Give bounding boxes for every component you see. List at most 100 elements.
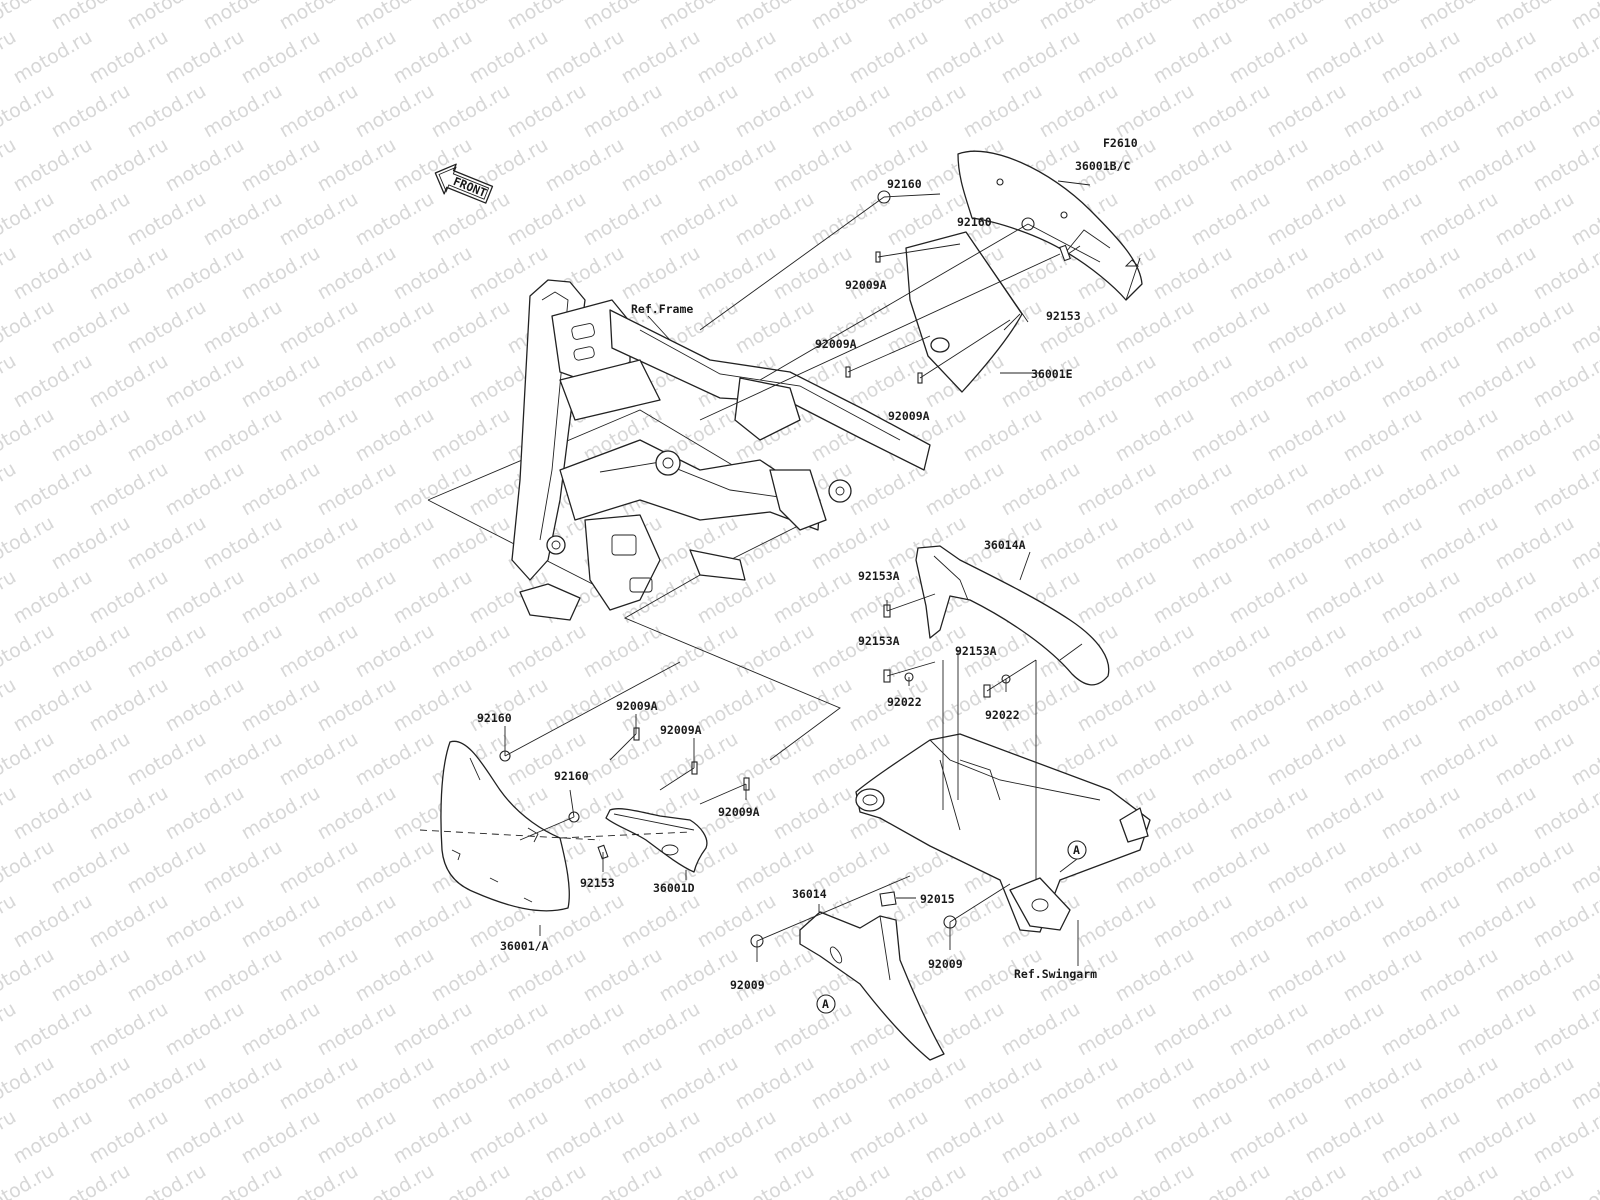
watermark-text: motod.ru (884, 1160, 970, 1200)
watermark-text: motod.ru (1492, 296, 1578, 359)
watermark-text: motod.ru (352, 620, 438, 683)
watermark-text: motod.ru (1492, 1052, 1578, 1115)
watermark-text: motod.ru (390, 458, 476, 521)
watermark-text: motod.ru (0, 1052, 58, 1115)
watermark-text: motod.ru (1454, 350, 1540, 413)
watermark-text: motod.ru (1416, 836, 1502, 899)
watermark-text: motod.ru (1226, 26, 1312, 89)
watermark-text: motod.ru (922, 458, 1008, 521)
watermark-text: motod.ru (1226, 458, 1312, 521)
watermark-text: motod.ru (1378, 1106, 1464, 1169)
watermark-text: motod.ru (48, 944, 134, 1007)
watermark-text: motod.ru (1530, 458, 1600, 521)
lower-right-leaders (756, 551, 1079, 966)
watermark-text: motod.ru (1226, 890, 1312, 953)
watermark-text: motod.ru (124, 728, 210, 791)
watermark-text: motod.ru (580, 1052, 666, 1115)
watermark-text: motod.ru (0, 1160, 58, 1200)
part-36014-guard (799, 911, 945, 1061)
watermark-text: motod.ru (656, 0, 742, 34)
watermark-text: motod.ru (200, 620, 286, 683)
watermark-text: motod.ru (1454, 782, 1540, 845)
watermark-text: motod.ru (352, 1052, 438, 1115)
watermark-text: motod.ru (656, 620, 742, 683)
label-92022-2: 92022 (985, 708, 1020, 722)
watermark-text: motod.ru (162, 134, 248, 197)
watermark-text: motod.ru (48, 1052, 134, 1115)
watermark-text: motod.ru (314, 26, 400, 89)
watermark-text: motod.ru (960, 80, 1046, 143)
watermark-text: motod.ru (1530, 782, 1600, 845)
watermark-text: motod.ru (694, 1106, 780, 1169)
part-36001bc-fender (957, 150, 1143, 301)
watermark-text: motod.ru (694, 674, 780, 737)
watermark-text: motod.ru (618, 890, 704, 953)
label-92153a-1: 92153A (858, 569, 900, 583)
watermark-text: motod.ru (504, 0, 590, 34)
watermark-text: motod.ru (694, 134, 780, 197)
watermark-text: motod.ru (86, 350, 172, 413)
watermark-text: motod.ru (618, 1106, 704, 1169)
watermark-text: motod.ru (1378, 458, 1464, 521)
watermark-text: motod.ru (1112, 728, 1198, 791)
watermark-text: motod.ru (48, 512, 134, 575)
watermark-text: motod.ru (10, 1106, 96, 1169)
watermark-text: motod.ru (1226, 566, 1312, 629)
watermark-text: motod.ru (276, 188, 362, 251)
watermark-text: motod.ru (1074, 350, 1160, 413)
watermark-text: motod.ru (1264, 944, 1350, 1007)
watermark-text: motod.ru (1416, 1052, 1502, 1115)
watermark-text: motod.ru (884, 0, 970, 34)
label-92009a-3: 92009A (888, 409, 930, 423)
watermark-text: motod.ru (1150, 674, 1236, 737)
watermark-text: motod.ru (998, 458, 1084, 521)
watermark-text: motod.ru (1188, 188, 1274, 251)
watermark-text: motod.ru (770, 26, 856, 89)
watermark-text: motod.ru (1188, 0, 1274, 34)
watermark-text: motod.ru (162, 26, 248, 89)
callout-a-top-label: A (1073, 843, 1080, 857)
watermark-text: motod.ru (694, 26, 780, 89)
watermark-text: motod.ru (1492, 404, 1578, 467)
watermark-text: motod.ru (1492, 0, 1578, 34)
watermark-text: motod.ru (466, 998, 552, 1061)
watermark-text: motod.ru (238, 458, 324, 521)
watermark-text: motod.ru (10, 134, 96, 197)
watermark-text: motod.ru (238, 350, 324, 413)
watermark-text: motod.ru (580, 0, 666, 34)
watermark-text: motod.ru (1264, 188, 1350, 251)
watermark-text: motod.ru (48, 836, 134, 899)
watermark-text: motod.ru (390, 890, 476, 953)
label-92009a-2: 92009A (815, 337, 857, 351)
label-92015: 92015 (920, 892, 955, 906)
watermark-text: motod.ru (1378, 566, 1464, 629)
label-92009a-5: 92009A (660, 723, 702, 737)
watermark-text: motod.ru (1264, 512, 1350, 575)
label-92009a-4: 92009A (616, 699, 658, 713)
watermark-text: motod.ru (200, 0, 286, 34)
watermark-text: motod.ru (1188, 620, 1274, 683)
label-92160-top2: 92160 (957, 215, 992, 229)
part-36001e-cover (905, 231, 1029, 393)
watermark-text: motod.ru (86, 890, 172, 953)
watermark-text: motod.ru (86, 458, 172, 521)
watermark-text: motod.ru (618, 26, 704, 89)
watermark-text: motod.ru (1074, 890, 1160, 953)
watermark-text: motod.ru (694, 242, 780, 305)
watermark-text: motod.ru (1302, 998, 1388, 1061)
watermark-text: motod.ru (1150, 242, 1236, 305)
watermark-text: motod.ru (998, 26, 1084, 89)
watermark-text: motod.ru (1150, 890, 1236, 953)
watermark-text: motod.ru (960, 404, 1046, 467)
watermark-text: motod.ru (48, 728, 134, 791)
watermark-text: motod.ru (656, 1160, 742, 1200)
watermark-text: motod.ru (1530, 890, 1600, 953)
watermark-text: motod.ru (770, 242, 856, 305)
watermark-text: motod.ru (124, 1052, 210, 1115)
watermark-text: motod.ru (542, 1106, 628, 1169)
watermark-text: motod.ru (808, 1052, 894, 1115)
watermark-text: motod.ru (10, 458, 96, 521)
watermark-text: motod.ru (314, 998, 400, 1061)
watermark-text: motod.ru (238, 1106, 324, 1169)
watermark-text: motod.ru (656, 1052, 742, 1115)
